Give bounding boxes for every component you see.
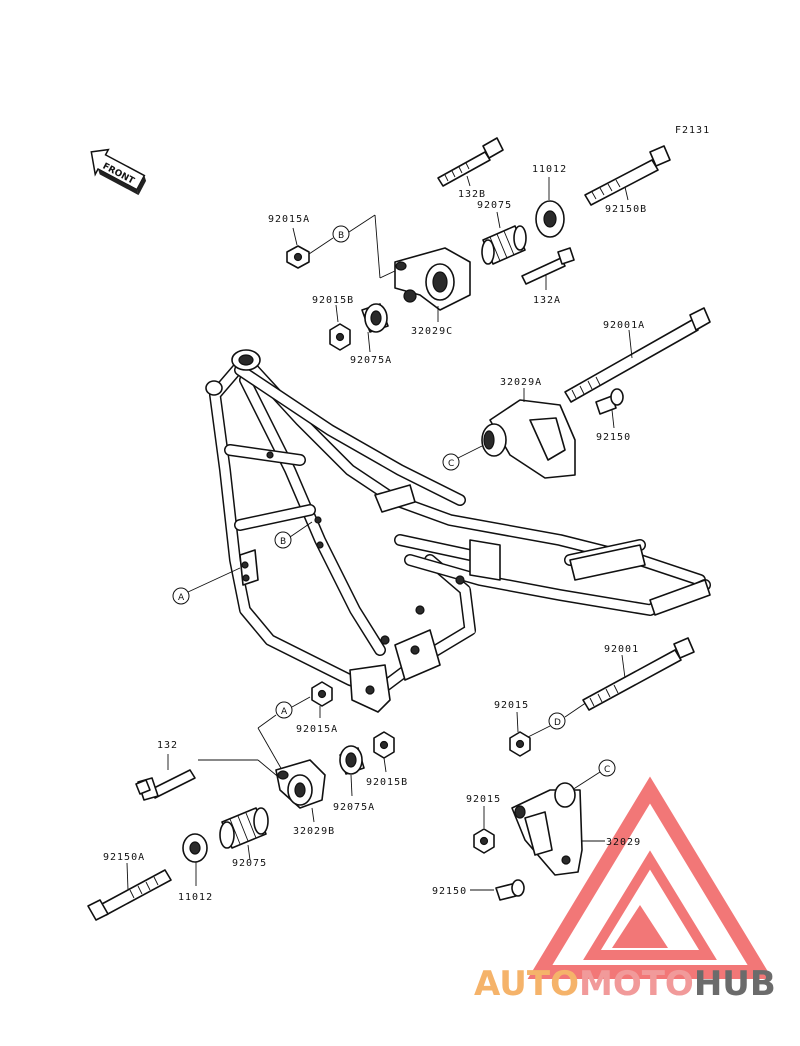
motorcycle-frame <box>205 349 711 713</box>
svg-text:32029C: 32029C <box>411 326 453 337</box>
svg-text:92001A: 92001A <box>603 320 645 331</box>
watermark-triangle <box>527 776 773 979</box>
svg-text:92075A: 92075A <box>350 355 392 366</box>
bracket-32029b <box>275 759 326 809</box>
watermark-text: AUTOMOTOHUB <box>474 964 776 1004</box>
svg-text:92015B: 92015B <box>366 777 408 788</box>
collar-92075a-bottom <box>339 745 365 775</box>
bolt-132a <box>521 247 575 285</box>
front-arrow-icon: FRONT <box>90 148 147 196</box>
ref-a-frame: A <box>172 567 241 605</box>
bushing-92075-top <box>481 225 527 265</box>
svg-text:92015: 92015 <box>466 794 501 805</box>
svg-text:32029: 32029 <box>606 837 641 848</box>
bolt-132 <box>135 769 196 801</box>
svg-text:92150: 92150 <box>596 432 631 443</box>
svg-text:B: B <box>338 231 344 241</box>
svg-text:D: D <box>554 718 561 728</box>
svg-text:132A: 132A <box>533 295 561 306</box>
ref-b-frame: B <box>274 521 313 549</box>
svg-text:32029B: 32029B <box>293 826 335 837</box>
svg-text:92150: 92150 <box>432 886 467 897</box>
svg-text:92015A: 92015A <box>268 214 310 225</box>
ref-b-top: B <box>308 214 398 279</box>
nut-92015b-bottom <box>373 731 395 759</box>
svg-text:132: 132 <box>157 740 178 751</box>
washer-11012-top <box>535 200 565 238</box>
bushing-92075-bottom <box>219 807 269 849</box>
svg-text:11012: 11012 <box>178 892 213 903</box>
collar-92075a-top <box>361 303 389 333</box>
bracket-32029 <box>511 782 583 876</box>
svg-text:92015: 92015 <box>494 700 529 711</box>
bolt-92001a <box>564 307 711 403</box>
svg-text:92015A: 92015A <box>296 724 338 735</box>
svg-text:92150B: 92150B <box>605 204 647 215</box>
washer-11012-bottom <box>182 833 208 863</box>
nut-92015a-bottom <box>311 681 333 707</box>
svg-text:11012: 11012 <box>532 164 567 175</box>
ref-a-bottom: A <box>257 696 311 771</box>
bracket-32029a <box>481 399 576 479</box>
svg-text:B: B <box>280 537 286 547</box>
svg-text:A: A <box>178 593 185 603</box>
bolt-92150a <box>87 869 172 921</box>
nut-92015a-top <box>286 245 310 269</box>
bracket-32029c <box>394 247 471 311</box>
svg-text:C: C <box>448 459 454 469</box>
nut-92015-bottom <box>473 828 495 854</box>
svg-text:C: C <box>604 765 610 775</box>
bolt-92150-bottom <box>495 879 525 901</box>
bolt-132b <box>437 137 504 187</box>
svg-text:92075A: 92075A <box>333 802 375 813</box>
svg-text:92075: 92075 <box>477 200 512 211</box>
svg-text:A: A <box>281 707 288 717</box>
svg-text:92015B: 92015B <box>312 295 354 306</box>
svg-text:132B: 132B <box>458 189 486 200</box>
svg-text:92150A: 92150A <box>103 852 145 863</box>
ref-d-bottom: D <box>525 699 591 739</box>
nut-92015-mid <box>509 731 531 757</box>
bolt-92150b <box>584 145 671 206</box>
watermark-logo <box>527 776 773 979</box>
bolt-92001 <box>582 637 695 711</box>
svg-text:32029A: 32029A <box>500 377 542 388</box>
svg-text:92001: 92001 <box>604 644 639 655</box>
ref-c-mid: C <box>442 445 483 471</box>
nut-92015b-top <box>329 323 351 351</box>
bolt-92150-mid <box>595 388 624 415</box>
figure-code: F2131 <box>675 125 710 136</box>
svg-text:92075: 92075 <box>232 858 267 869</box>
ref-c-bottom: C <box>571 759 616 791</box>
